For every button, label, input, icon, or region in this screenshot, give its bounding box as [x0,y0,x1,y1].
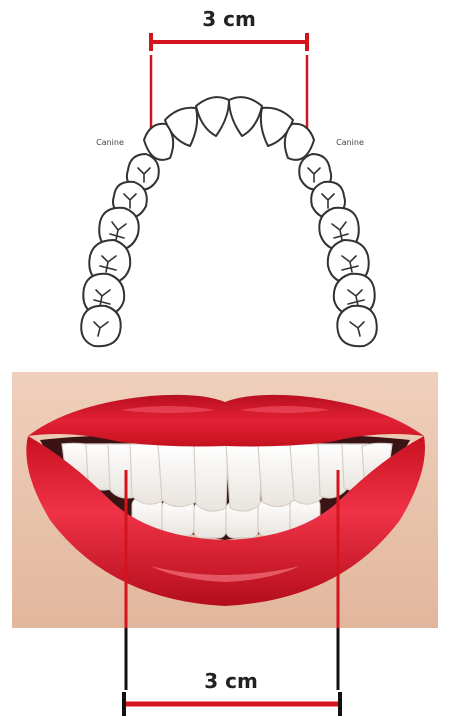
left-canine-label: Canine [96,138,124,147]
tooth-molar4-left [81,306,121,346]
tooth-arch [81,97,377,346]
upper-tooth-lateral-right [258,444,294,507]
bottom-measure-label: 3 cm [204,669,258,693]
upper-tooth-lateral-left [158,444,198,507]
top-measure-label: 3 cm [202,7,256,31]
top-measure-bar [150,33,308,51]
dental-arch-diagram: 3 cm Canine Canine [81,7,377,346]
tooth-central-incisor-left [196,97,229,136]
tooth-molar4-right [337,306,377,346]
upper-tooth-central-right [226,444,262,511]
smiling-mouth-photo [12,372,438,628]
bottom-measure-bar [124,692,340,716]
right-canine-label: Canine [336,138,364,147]
upper-tooth-central-left [194,444,228,511]
tooth-central-incisor-right [229,97,262,136]
